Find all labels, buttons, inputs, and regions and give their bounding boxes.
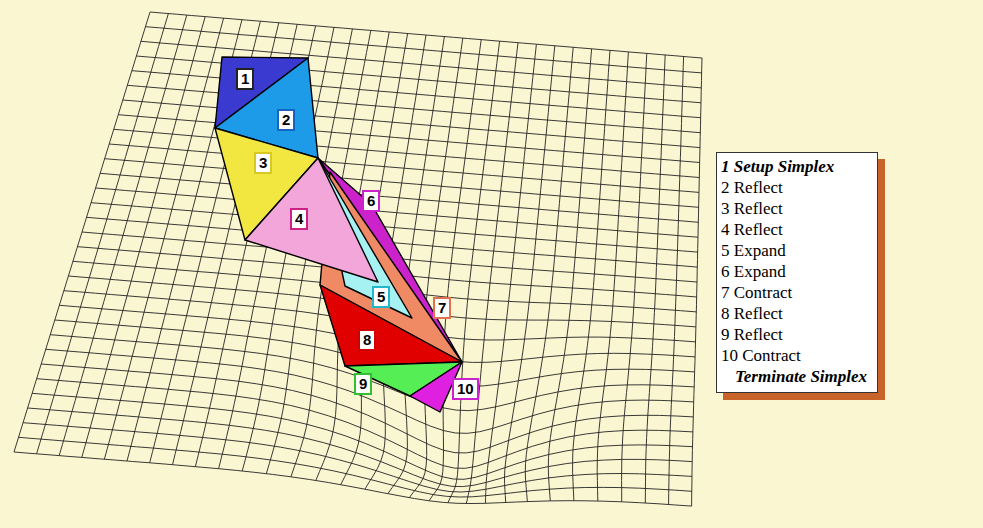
callout-number: 4 [290, 208, 308, 230]
legend-entry: 8 Reflect [721, 303, 867, 324]
mesh-line [409, 38, 463, 498]
surface-mesh [14, 12, 702, 506]
callout-number: 3 [254, 152, 272, 174]
mesh-line [14, 452, 692, 506]
legend-entry: 9 Reflect [721, 324, 867, 345]
simplex-triangles [215, 57, 462, 412]
legend-entry: 6 Expand [721, 261, 867, 282]
callout-number: 5 [372, 286, 390, 308]
callout-number: 7 [433, 297, 451, 319]
mesh-line [19, 437, 692, 497]
mesh-line [548, 49, 591, 501]
legend-entry: 7 Contract [721, 282, 867, 303]
mesh-line [597, 52, 628, 501]
mesh-line [28, 408, 693, 487]
callout-number: 8 [358, 329, 376, 351]
mesh-line [429, 40, 481, 501]
mesh-line [645, 55, 665, 503]
callout-number: 2 [277, 109, 295, 131]
callout-number: 1 [236, 68, 254, 90]
mesh-line [23, 423, 692, 492]
mesh-line [41, 364, 693, 453]
legend-entry: Terminate Simplex [721, 366, 867, 387]
legend-entry: 4 Reflect [721, 219, 867, 240]
mesh-line [692, 58, 702, 506]
legend-entry: 5 Expand [721, 240, 867, 261]
simplex-8 [320, 285, 462, 366]
legend-entry: 10 Contract [721, 345, 867, 366]
mesh-line [669, 57, 684, 505]
callout-number: 6 [362, 190, 380, 212]
mesh-line [622, 53, 647, 501]
legend-panel: 1 Setup Simplex2 Reflect3 Reflect4 Refle… [716, 152, 878, 393]
simplex-4 [245, 158, 378, 282]
legend-entry: 1 Setup Simplex [721, 156, 867, 177]
callout-number: 9 [354, 373, 372, 395]
callout-number: 10 [452, 378, 479, 400]
legend-entry: 2 Reflect [721, 177, 867, 198]
legend-entry: 3 Reflect [721, 198, 867, 219]
mesh-line [525, 47, 573, 501]
